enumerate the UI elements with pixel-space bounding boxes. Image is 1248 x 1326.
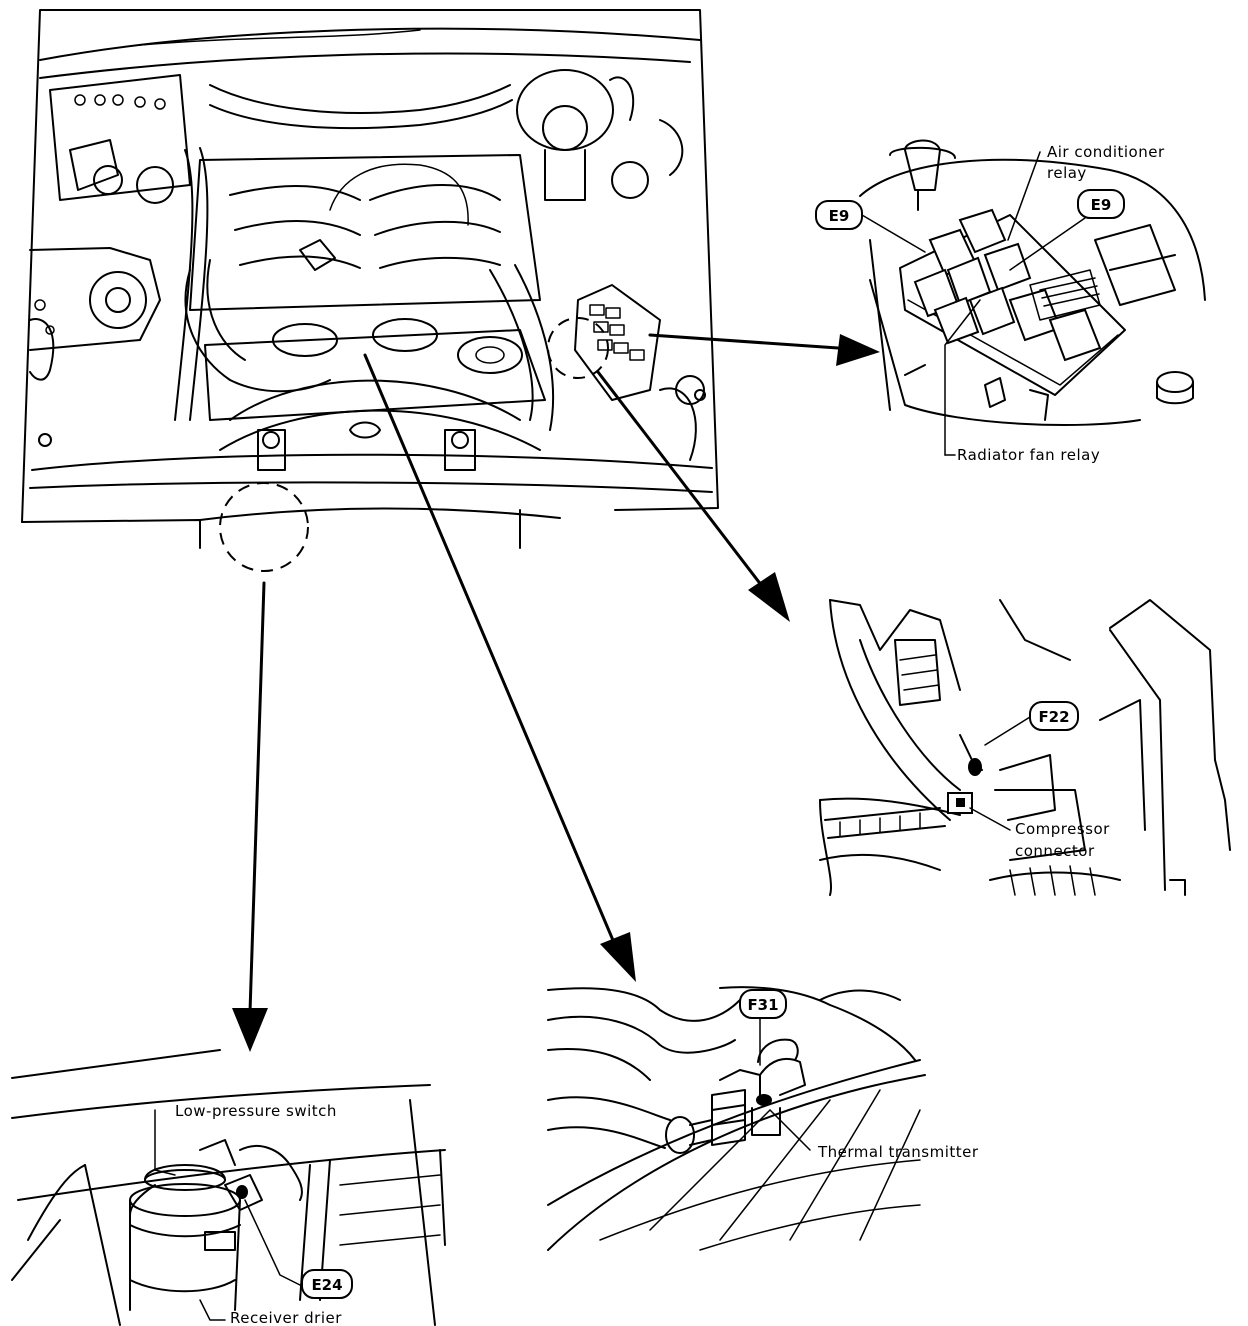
arrow-to-thermal-detail xyxy=(363,353,617,947)
connector-e24-text: E24 xyxy=(311,1276,342,1294)
label-receiver-drier: Receiver drier xyxy=(230,1309,342,1326)
arrow-to-receiver-detail xyxy=(248,581,266,1014)
connector-f31-text: F31 xyxy=(747,996,778,1014)
engine-bay-main-view xyxy=(21,9,719,572)
arrow-to-compressor-detail xyxy=(596,370,767,592)
callout-circle-relay xyxy=(547,317,609,379)
relay-box-in-bay xyxy=(574,284,661,401)
relay-box-detail: E9 E9 Air conditioner relay Radiator fan… xyxy=(815,139,1206,464)
receiver-drier-detail: Low-pressure switch E24 Receiver drier xyxy=(11,1049,446,1326)
connector-e9-left-text: E9 xyxy=(829,207,850,225)
connector-tag-f22 xyxy=(1029,701,1079,731)
connector-tag-e9-left xyxy=(815,200,863,230)
label-compressor-connector-1: Compressor xyxy=(1015,820,1110,838)
label-thermal-transmitter: Thermal transmitter xyxy=(817,1143,979,1161)
label-radiator-fan-relay: Radiator fan relay xyxy=(957,446,1100,464)
label-compressor-connector-2: connector xyxy=(1015,842,1095,860)
connector-f22-text: F22 xyxy=(1038,708,1069,726)
connector-tag-e24 xyxy=(301,1269,353,1299)
compressor-detail: F22 Compressor connector xyxy=(819,599,1231,896)
label-low-pressure-switch: Low-pressure switch xyxy=(175,1102,337,1120)
connector-e9-right-text: E9 xyxy=(1091,196,1112,214)
connector-tag-f31 xyxy=(739,989,787,1019)
callout-circle-receiver xyxy=(219,482,309,572)
thermal-transmitter-detail: F31 Thermal transmitter xyxy=(547,986,979,1251)
pointer-arrows xyxy=(232,333,880,1052)
label-air-conditioner-relay-2: relay xyxy=(1047,164,1087,182)
arrow-to-relay-detail xyxy=(648,333,840,350)
connector-tag-e9-right xyxy=(1077,189,1125,219)
label-air-conditioner-relay-1: Air conditioner xyxy=(1047,143,1165,161)
